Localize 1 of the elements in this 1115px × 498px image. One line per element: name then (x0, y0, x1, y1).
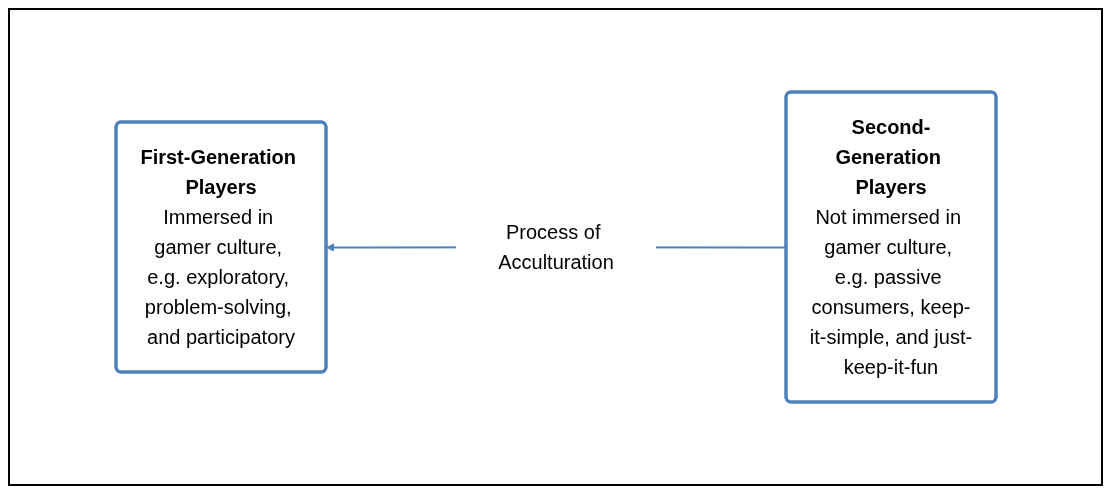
edge-label: Process of Acculturation (497, 221, 614, 273)
